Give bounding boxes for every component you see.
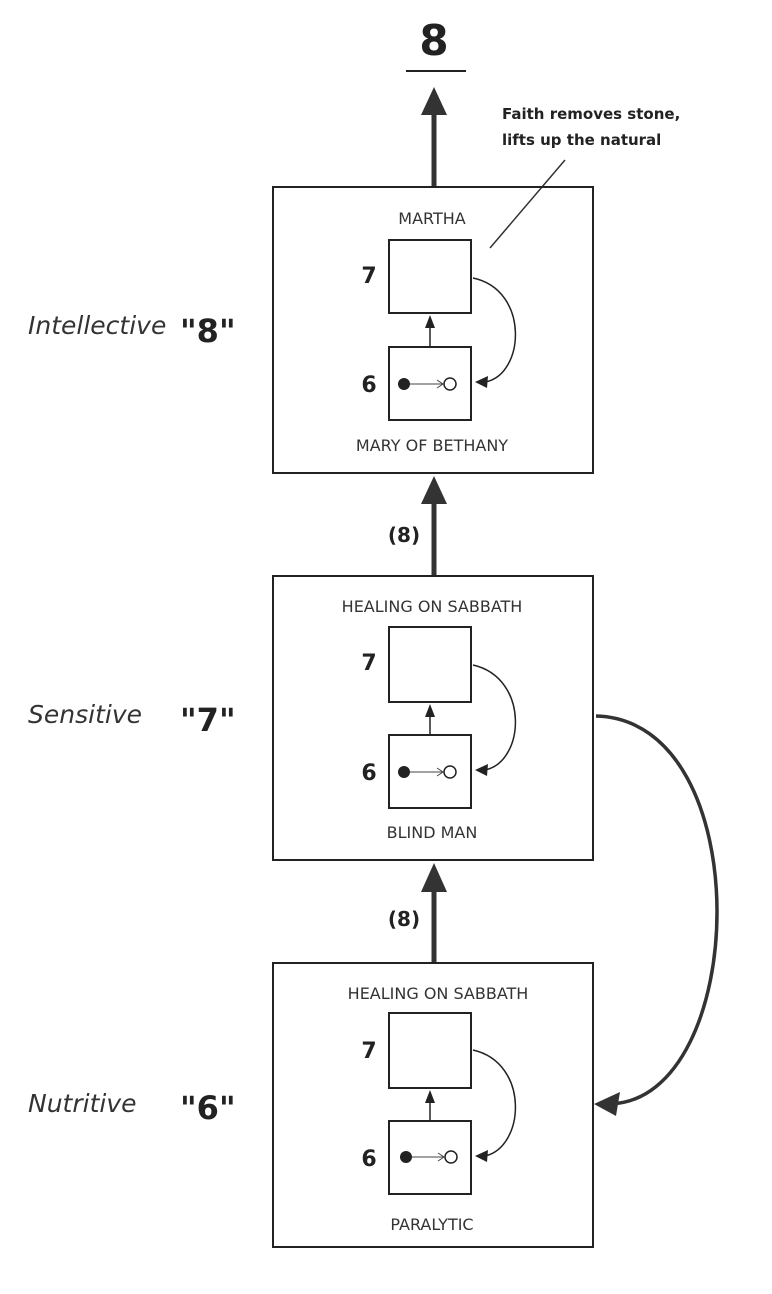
outer-box-sensitive: [272, 575, 594, 861]
big-side-arc: [595, 714, 719, 1106]
quote-number-6: "6": [180, 1089, 236, 1127]
open-dot-intellective: [443, 377, 457, 391]
upper-box-number-nutritive: 7: [361, 1039, 376, 1064]
top-arrow-head: [421, 87, 447, 115]
upper-box-number-sensitive: 7: [361, 651, 376, 676]
open-dot-sensitive: [443, 765, 457, 779]
upper-inner-box-intellective: [388, 239, 472, 314]
connector-arrow-1-head: [421, 476, 447, 504]
feedback-curve-sensitive: [472, 664, 517, 771]
feedback-curve-head-intellective: [475, 376, 488, 388]
inner-up-arrow-head-intellective: [425, 315, 435, 328]
annotation-line-2: lifts up the natural: [502, 131, 661, 149]
lower-box-number-nutritive: 6: [361, 1147, 376, 1172]
bottom-caption-intellective: MARY OF BETHANY: [356, 436, 508, 455]
upper-inner-box-sensitive: [388, 626, 472, 703]
level-nutritive: Nutritive "6" HEALING ON SABBATH 7 6 PAR…: [28, 962, 594, 1248]
big-side-arc-head: [594, 1092, 620, 1116]
feedback-curve-head-sensitive: [475, 764, 488, 776]
lower-box-number-sensitive: 6: [361, 761, 376, 786]
quote-number-8: "8": [180, 312, 236, 350]
quote-number-7: "7": [180, 701, 236, 739]
bottom-caption-nutritive: PARALYTIC: [390, 1215, 473, 1234]
feedback-curve-nutritive: [472, 1049, 517, 1157]
connector-arrow-2-head: [421, 863, 447, 892]
lower-inner-box-sensitive: [388, 734, 472, 809]
level-sensitive: Sensitive "7" HEALING ON SABBATH 7 6 BLI…: [28, 575, 594, 861]
filled-dot-intellective: [398, 378, 410, 390]
feedback-curve-head-nutritive: [475, 1150, 488, 1162]
upper-box-number-intellective: 7: [361, 264, 376, 289]
side-label-nutritive: Nutritive: [28, 1089, 137, 1118]
feedback-curve-intellective: [472, 277, 517, 383]
lower-inner-box-intellective: [388, 346, 472, 421]
annotation-pointer: [489, 159, 566, 249]
upper-inner-box-nutritive: [388, 1012, 472, 1089]
open-dot-nutritive: [444, 1150, 458, 1164]
dot-arrow-head-nutritive: [437, 1152, 445, 1162]
dot-arrow-head-intellective: [436, 379, 444, 389]
inner-up-arrow-head-sensitive: [425, 704, 435, 717]
top-caption-nutritive: HEALING ON SABBATH: [348, 984, 529, 1003]
annotation-line-1: Faith removes stone,: [502, 105, 680, 123]
outer-box-nutritive: [272, 962, 594, 1248]
filled-dot-sensitive: [398, 766, 410, 778]
connector-label-1: (8): [388, 523, 420, 547]
top-eight-label: 8: [419, 16, 448, 65]
top-caption-sensitive: HEALING ON SABBATH: [342, 597, 523, 616]
top-caption-intellective: MARTHA: [398, 209, 466, 228]
side-label-sensitive: Sensitive: [28, 700, 142, 729]
inner-up-arrow-head-nutritive: [425, 1090, 435, 1103]
side-label-intellective: Intellective: [28, 311, 166, 340]
outer-box-intellective: [272, 186, 594, 474]
bottom-caption-sensitive: BLIND MAN: [387, 823, 478, 842]
lower-box-number-intellective: 6: [361, 373, 376, 398]
filled-dot-nutritive: [400, 1151, 412, 1163]
connector-label-2: (8): [388, 907, 420, 931]
level-intellective: Intellective "8" MARTHA 7 6 MARY OF BETH…: [28, 186, 594, 474]
lower-inner-box-nutritive: [388, 1120, 472, 1195]
dot-arrow-head-sensitive: [436, 767, 444, 777]
